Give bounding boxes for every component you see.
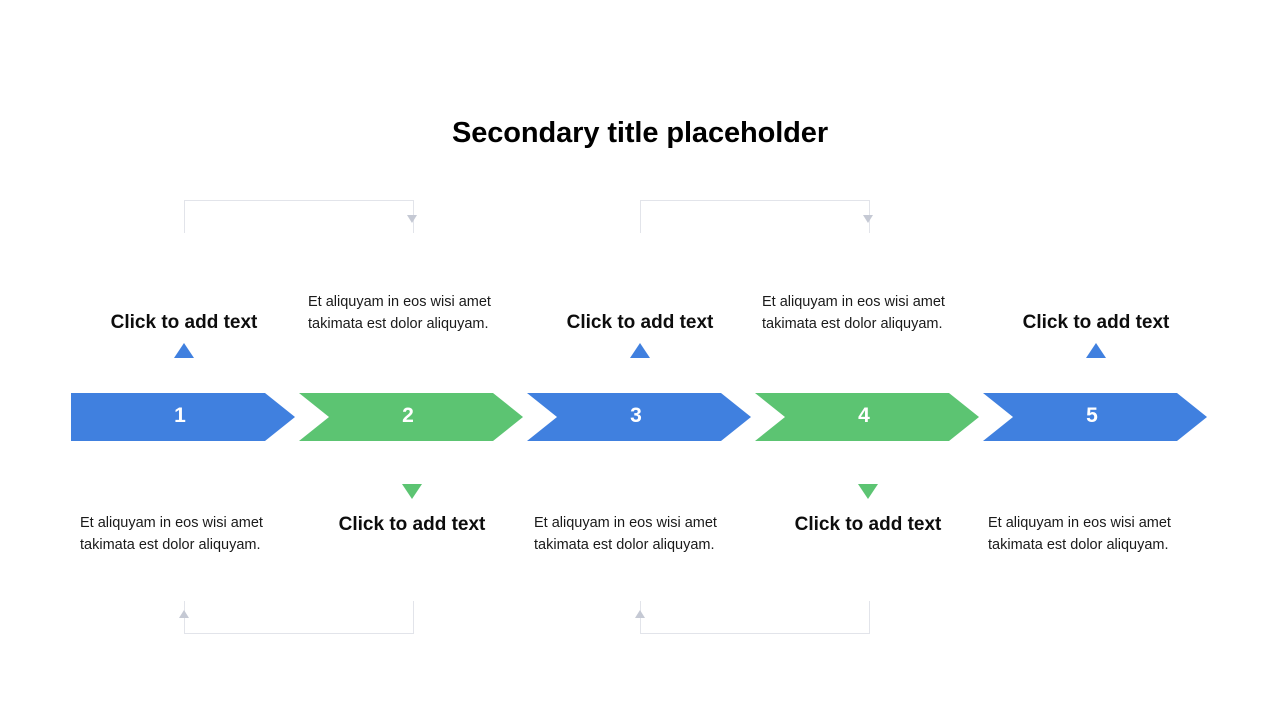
cta-text-top-1[interactable]: Click to add text: [110, 312, 258, 333]
chevron-step-1-label: 1: [174, 404, 186, 427]
chevron-step-3[interactable]: 3: [527, 393, 751, 441]
body-text-top-2[interactable]: Et aliquyam in eos wisi amet takimata es…: [308, 294, 491, 332]
connector-bracket-bottom-1: [184, 601, 414, 634]
triangle-down-icon-1: [402, 484, 422, 499]
triangle-up-icon-1: [174, 343, 194, 358]
triangle-down-icon-2: [858, 484, 878, 499]
cta-text-bottom-2[interactable]: Click to add text: [338, 514, 486, 535]
connector-arrow-up-icon-2: [635, 610, 645, 618]
page-title[interactable]: Secondary title placeholder: [451, 117, 829, 149]
process-chevron-band: 1 2 3 4 5: [0, 393, 1280, 441]
connector-bracket-top-1: [184, 200, 414, 233]
triangle-up-icon-3: [1086, 343, 1106, 358]
connector-bracket-bottom-2: [640, 601, 870, 634]
cta-text-top-3[interactable]: Click to add text: [566, 312, 714, 333]
chevron-step-2-label: 2: [402, 404, 414, 427]
body-text-top-4[interactable]: Et aliquyam in eos wisi amet takimata es…: [762, 294, 945, 332]
chevron-step-2[interactable]: 2: [299, 393, 523, 441]
cta-text-bottom-4[interactable]: Click to add text: [794, 514, 942, 535]
chevron-step-4[interactable]: 4: [755, 393, 979, 441]
connector-arrow-down-icon-2: [863, 215, 873, 223]
chevron-step-5-label: 5: [1086, 404, 1098, 427]
chevron-step-1[interactable]: 1: [71, 393, 295, 441]
body-text-bottom-1[interactable]: Et aliquyam in eos wisi amet takimata es…: [80, 515, 263, 553]
chevron-step-3-label: 3: [630, 404, 642, 427]
triangle-up-icon-2: [630, 343, 650, 358]
connector-bracket-top-2: [640, 200, 870, 233]
chevron-step-5[interactable]: 5: [983, 393, 1207, 441]
cta-text-top-5[interactable]: Click to add text: [1022, 312, 1170, 333]
connector-arrow-down-icon-1: [407, 215, 417, 223]
body-text-bottom-5[interactable]: Et aliquyam in eos wisi amet takimata es…: [988, 515, 1171, 553]
chevron-step-4-label: 4: [858, 404, 870, 427]
body-text-bottom-3[interactable]: Et aliquyam in eos wisi amet takimata es…: [534, 515, 717, 553]
connector-arrow-up-icon-1: [179, 610, 189, 618]
